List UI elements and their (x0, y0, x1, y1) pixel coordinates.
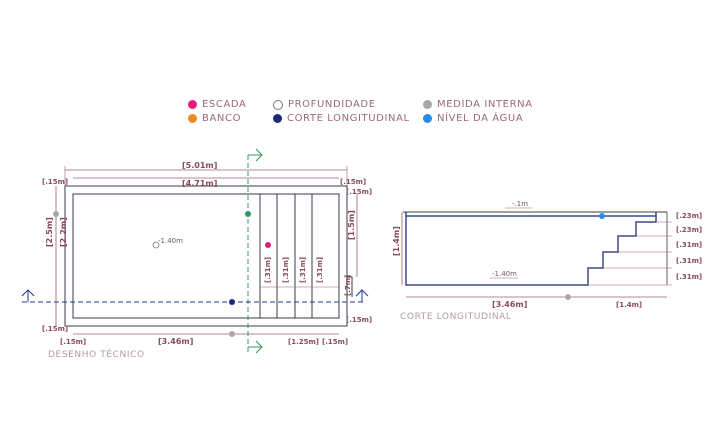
dim-wall-tr: [.15m] (340, 178, 366, 186)
plan-caption: DESENHO TÉCNICO (48, 350, 145, 360)
legend-label: CORTE LONGITUDINAL (287, 113, 410, 124)
legend-label: PROFUNDIDADE (288, 99, 376, 110)
section-arrow-top-icon (248, 148, 263, 162)
nivel-agua-marker (599, 213, 605, 219)
dim-step-1: [.31m] (264, 257, 272, 283)
bench-outline (347, 276, 353, 297)
dim-bench: [.7m] (344, 275, 352, 296)
dim-right-width: [1.5m] (347, 210, 356, 240)
legend-label: NÍVEL DA ÁGUA (437, 113, 524, 124)
dim-step-4: [.31m] (316, 257, 324, 283)
section-arrow-right-icon (355, 289, 369, 302)
legend-label: MEDIDA INTERNA (437, 99, 533, 110)
dim-riser-1: [.23m] (676, 212, 702, 220)
legend-item-escada: ESCADA (188, 99, 246, 110)
medida-interna-marker (565, 294, 571, 300)
dim-step-3: [.31m] (299, 257, 307, 283)
water-level-label: -.1m (512, 200, 528, 208)
dim-floor-length: [3.46m] (492, 300, 527, 309)
dim-bottom-wall-l: [.15m] (60, 338, 86, 346)
dim-steps-length: [1.4m] (616, 301, 642, 309)
dim-riser-5: [.31m] (676, 273, 702, 281)
escada-marker (265, 242, 271, 248)
dim-riser-2: [.23m] (676, 226, 702, 234)
pool-inner-outline (72, 193, 340, 319)
dim-wall-tr2: [.15m] (346, 188, 372, 196)
dim-depth-total: [1.4m] (392, 226, 401, 256)
pool-profile (405, 212, 657, 286)
floor-depth-label: -1.40m (492, 270, 517, 278)
dim-inner-length: [4.71m] (182, 179, 217, 188)
dim-riser-3: [.31m] (676, 241, 702, 249)
legend-item-banco: BANCO (188, 113, 241, 124)
medida-interna-marker (53, 211, 59, 217)
medida-dot-icon (423, 100, 432, 109)
dim-step-2: [.31m] (282, 257, 290, 283)
legend-item-corte: CORTE LONGITUDINAL (273, 113, 410, 124)
section-view: [1.4m] -.1m -1.40m [.23m] [.23m] [.31m] … (392, 200, 702, 309)
dim-wall-br: [.15m] (346, 316, 372, 324)
legend-item-profundidade: PROFUNDIDADE (273, 99, 376, 110)
legend-label: BANCO (202, 113, 242, 124)
dim-width-inner: [2.2m] (59, 217, 68, 247)
depth-label: -1.40m (158, 237, 183, 245)
legend-item-medida: MEDIDA INTERNA (423, 99, 533, 110)
escada-dot-icon (188, 100, 197, 109)
dim-bottom-steps: [1.25m] (288, 338, 319, 346)
profundidade-dot-icon (273, 99, 283, 110)
section-arrow-bottom-icon (248, 340, 263, 354)
pool-outer-outline (64, 185, 348, 327)
dim-riser-4: [.31m] (676, 257, 702, 265)
section-arrow-left-icon (21, 289, 35, 302)
legend-item-nivel: NÍVEL DA ÁGUA (423, 113, 523, 124)
corte-marker (229, 299, 235, 305)
section-caption: CORTE LONGITUDINAL (400, 312, 512, 322)
nivel-marker (245, 211, 251, 217)
dim-wall-tl: [.15m] (42, 178, 68, 186)
corte-dot-icon (273, 114, 282, 123)
plan-view: [5.01m] [4.71m] [.15m] [.15m] [.15m] [2.… (21, 148, 372, 355)
banco-dot-icon (188, 114, 197, 123)
legend-label: ESCADA (202, 99, 247, 110)
dim-bottom-wall-r: [.15m] (322, 338, 348, 346)
medida-interna-marker (229, 331, 235, 337)
profundidade-marker (152, 241, 160, 249)
dim-wall-bl: [.15m] (42, 325, 68, 333)
nivel-dot-icon (423, 114, 432, 123)
dim-width-outer: [2.5m] (45, 217, 54, 247)
dim-bottom-length: [3.46m] (158, 337, 193, 346)
dim-total-length: [5.01m] (182, 161, 217, 170)
